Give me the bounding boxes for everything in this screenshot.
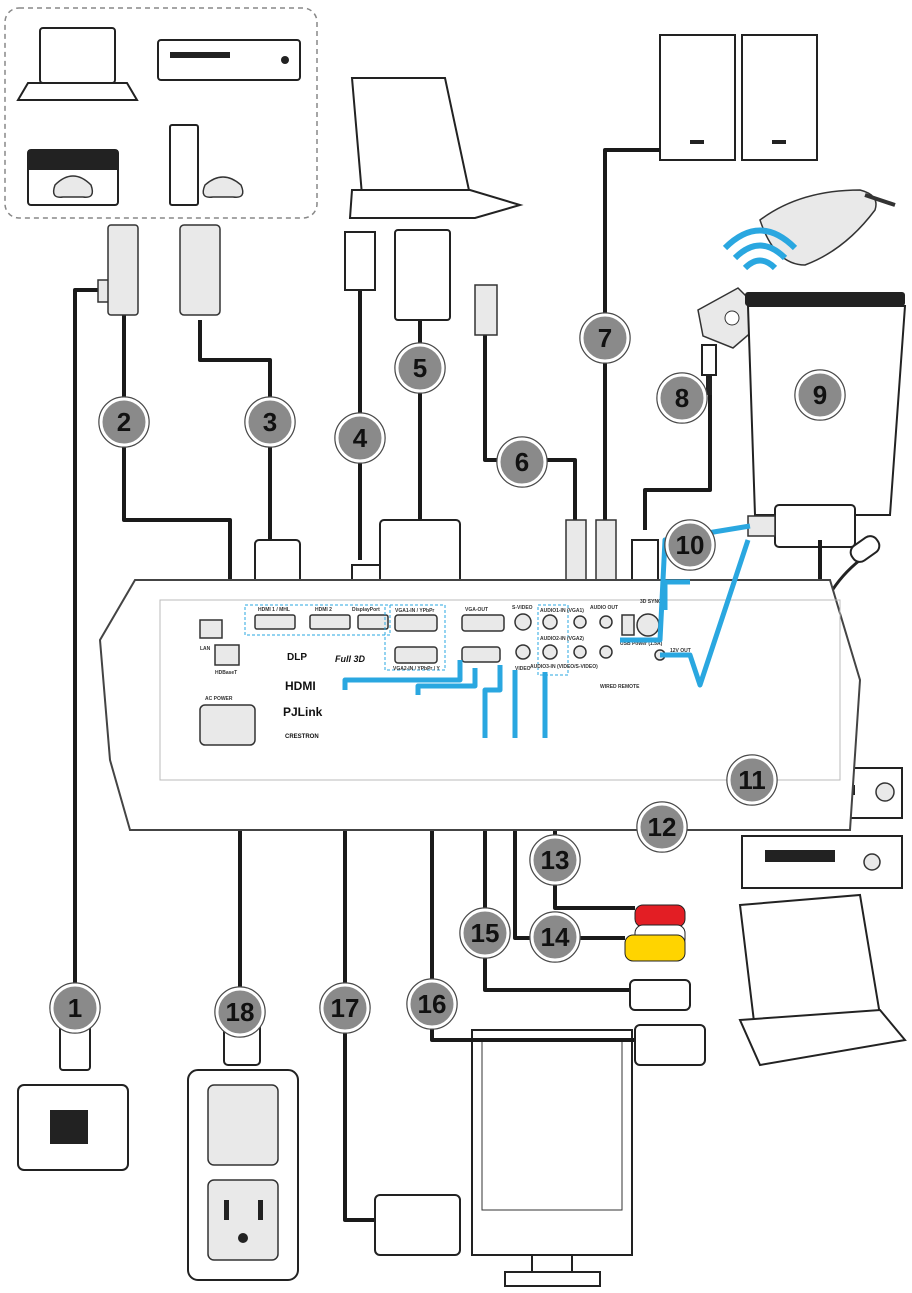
vga1-label: VGA1-IN / YPbPr <box>395 608 434 614</box>
callout-label: 5 <box>413 353 427 383</box>
callout-7: 7 <box>579 312 631 364</box>
callout-label: 6 <box>515 447 529 477</box>
wired-remote-label: WIRED REMOTE <box>600 684 640 690</box>
audio3-label: AUDIO3-IN (VIDEO/S-VIDEO) <box>530 664 598 670</box>
callout-label: 9 <box>813 380 827 410</box>
s-video-label: S-VIDEO <box>512 605 533 611</box>
laptop-icon <box>16 27 139 101</box>
audio-out-label: AUDIO OUT <box>590 605 618 611</box>
lan-label: LAN <box>200 646 211 652</box>
callout-10: 10 <box>664 519 716 571</box>
12v-out-label: 12V OUT <box>670 648 691 654</box>
speakers-icon <box>659 34 818 161</box>
callout-label: 11 <box>738 765 766 795</box>
audio2-label: AUDIO2-IN (VGA2) <box>540 636 584 642</box>
hdmi2-label: HDMI 2 <box>315 607 332 613</box>
callout-2: 2 <box>98 396 150 448</box>
hdmi-2-port <box>309 614 351 630</box>
ac-outlet-icon <box>187 1069 299 1281</box>
blu-ray-player-icon <box>157 39 301 81</box>
callout-8: 8 <box>656 372 708 424</box>
ac-power-label: AC POWER <box>205 696 233 702</box>
displayport-label: DisplayPort <box>352 607 380 613</box>
hdmi1-label: HDMI 1 / MHL <box>258 607 290 613</box>
audio1-label: AUDIO1-IN (VGA1) <box>540 608 584 614</box>
callout-label: 12 <box>648 812 677 842</box>
callout-14: 14 <box>529 911 581 963</box>
callout-label: 3 <box>263 407 277 437</box>
video-port <box>515 644 531 660</box>
callout-label: 8 <box>675 383 689 413</box>
source-devices-group <box>4 7 318 219</box>
callout-18: 18 <box>214 986 266 1038</box>
vga2-port <box>394 646 438 664</box>
callout-12: 12 <box>636 801 688 853</box>
lan-port <box>199 619 223 639</box>
ac-power-inlet <box>199 704 256 746</box>
callout-label: 10 <box>676 530 705 560</box>
laptop-top-icon <box>348 77 524 219</box>
callout-13: 13 <box>529 834 581 886</box>
callout-16: 16 <box>406 978 458 1030</box>
callout-label: 1 <box>68 993 82 1023</box>
hdbaset-label: HDBaseT <box>215 670 237 676</box>
wireless-signal-icon <box>722 227 798 271</box>
dlp-logo: DLP <box>287 652 307 663</box>
hdmi-logo: HDMI <box>285 679 316 693</box>
callout-17: 17 <box>319 982 371 1034</box>
callout-9: 9 <box>794 369 846 421</box>
vga1-port <box>394 614 438 632</box>
video-label: VIDEO <box>515 666 531 672</box>
vga-out-port <box>461 614 505 632</box>
game-console-icon <box>27 149 119 206</box>
hdbaset-port <box>214 644 240 666</box>
callout-label: 2 <box>117 407 131 437</box>
game-console-2-icon <box>169 124 244 206</box>
callout-label: 7 <box>598 323 612 353</box>
callout-5: 5 <box>394 342 446 394</box>
callout-label: 13 <box>541 845 570 875</box>
callout-label: 15 <box>471 918 500 948</box>
dvd-player-icon <box>741 835 903 889</box>
rs232-port <box>461 646 501 663</box>
usb-power-label: USB Power (1.5A) <box>620 641 663 647</box>
displayport-port <box>357 614 389 630</box>
callout-3: 3 <box>244 396 296 448</box>
callout-4: 4 <box>334 412 386 464</box>
callout-label: 16 <box>418 989 447 1019</box>
monitor-icon <box>471 1029 633 1287</box>
pjlink-logo: PJLink <box>283 705 323 719</box>
callout-1: 1 <box>49 982 101 1034</box>
full3d-logo: Full 3D <box>335 654 366 664</box>
vga-out-label: VGA-OUT <box>465 607 488 613</box>
laptop-bottom-icon <box>738 893 907 1067</box>
callout-6: 6 <box>496 436 548 488</box>
callout-11: 11 <box>726 754 778 806</box>
callout-label: 18 <box>226 997 255 1027</box>
3d-sync-label: 3D SYNC <box>640 599 662 605</box>
vga2-label: VGA2-IN / YPbPr / Y <box>393 666 440 672</box>
callout-label: 4 <box>353 423 368 453</box>
lan-wall-jack-icon <box>17 1084 129 1171</box>
callout-label: 14 <box>541 922 570 952</box>
crestron-logo: CRESTRON <box>285 734 319 740</box>
projector-body: HDMI 1 / MHL HDMI 2 DisplayPort VGA1-IN … <box>98 579 862 831</box>
hdmi-1-port <box>254 614 296 630</box>
callout-15: 15 <box>459 907 511 959</box>
callout-label: 17 <box>331 993 360 1023</box>
s-video-port <box>514 613 532 631</box>
